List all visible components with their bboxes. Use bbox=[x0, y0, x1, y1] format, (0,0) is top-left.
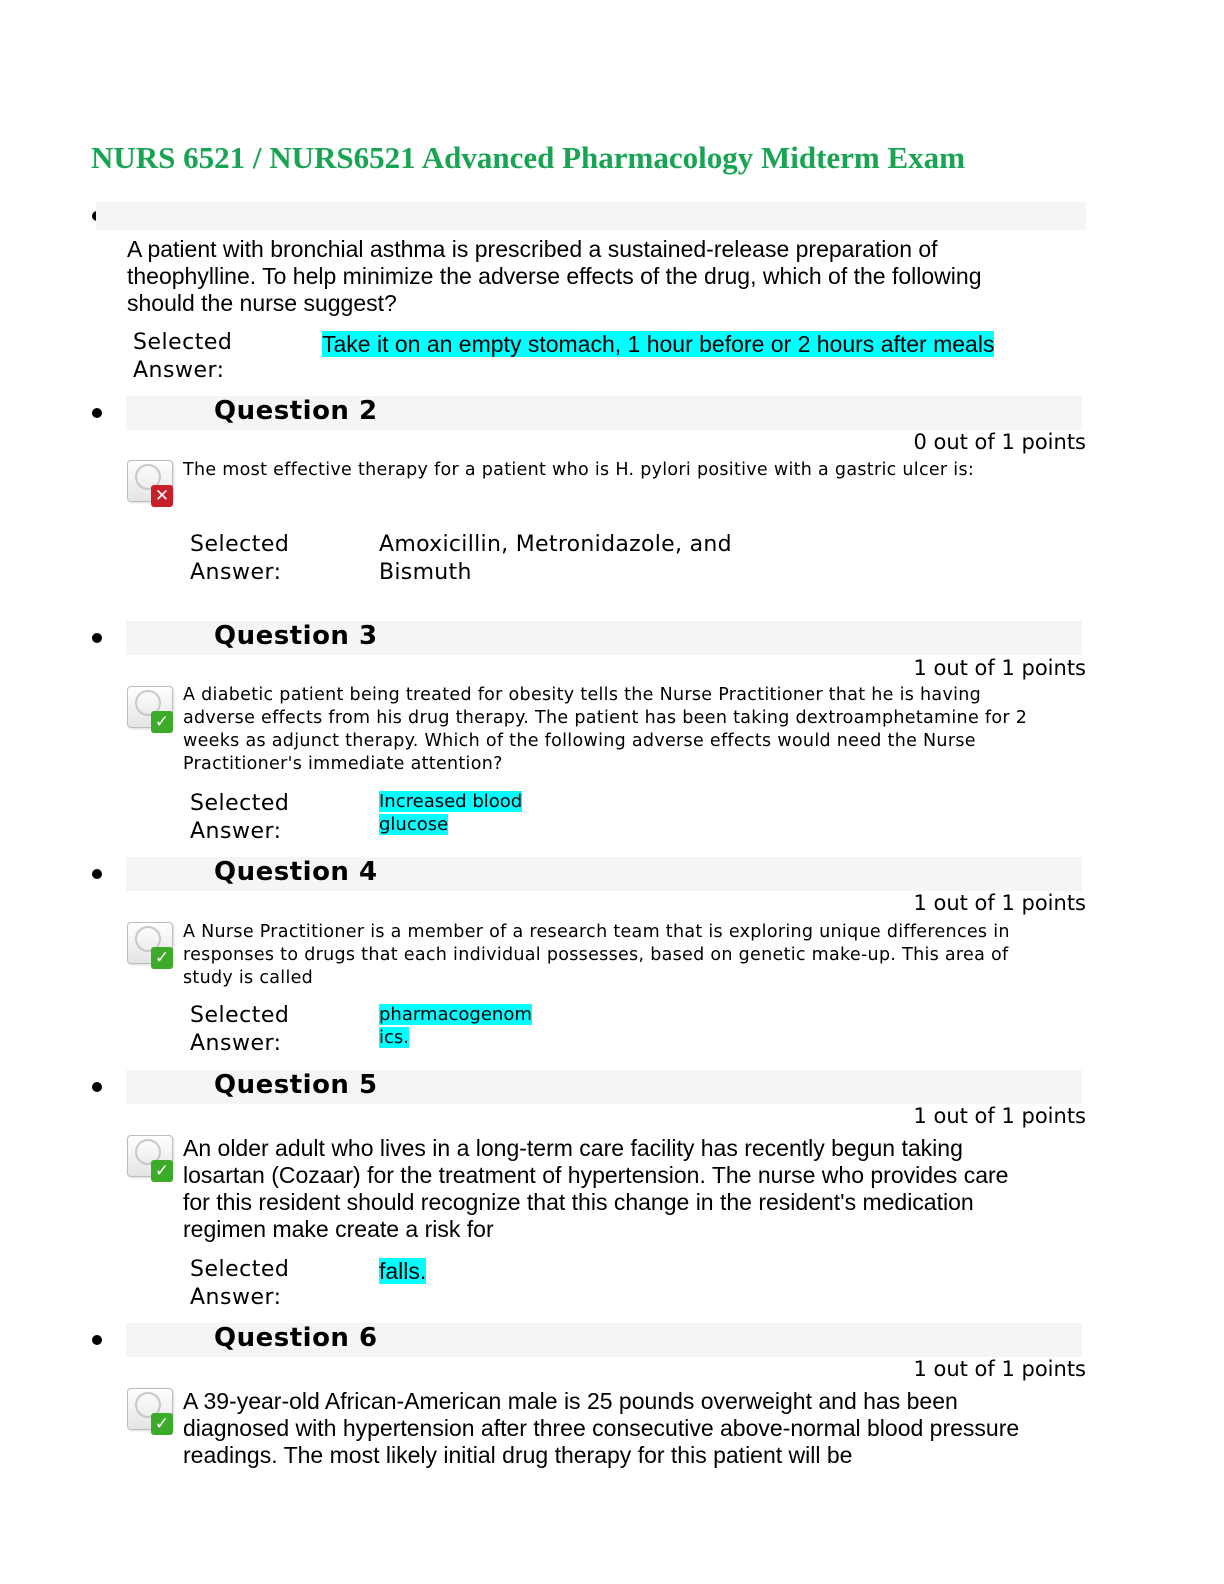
question-text: A diabetic patient being treated for obe… bbox=[183, 685, 1028, 774]
page-title: NURS 6521 / NURS6521 Advanced Pharmacolo… bbox=[91, 140, 965, 175]
answer-text-line: Increased blood bbox=[379, 791, 523, 812]
list-bullet bbox=[92, 408, 102, 418]
answer-text: falls. bbox=[379, 1258, 427, 1284]
selected-answer-label: Selected Answer: bbox=[190, 791, 290, 844]
question-text: An older adult who lives in a long-term … bbox=[183, 1135, 1009, 1242]
correct-check-icon: ✓ bbox=[127, 922, 177, 970]
selected-answer: Amoxicillin, Metronidazole, and Bismuth bbox=[379, 532, 732, 585]
selected-answer-label: Selected Answer: bbox=[190, 1003, 290, 1056]
question-text: The most effective therapy for a patient… bbox=[183, 460, 975, 480]
answer-text: Take it on an empty stomach, 1 hour befo… bbox=[322, 331, 995, 357]
question-text: A Nurse Practitioner is a member of a re… bbox=[183, 922, 1010, 988]
selected-answer: Increased blood glucose bbox=[379, 790, 523, 836]
correct-check-icon: ✓ bbox=[127, 686, 177, 734]
question-points: 1 out of 1 points bbox=[913, 656, 1086, 680]
question-header-band bbox=[126, 857, 1082, 891]
correct-check-icon: ✓ bbox=[127, 1388, 177, 1436]
selected-answer: Take it on an empty stomach, 1 hour befo… bbox=[322, 331, 995, 358]
question-points: 0 out of 1 points bbox=[913, 430, 1086, 454]
answer-text-line: glucose bbox=[379, 814, 449, 835]
list-bullet bbox=[92, 1335, 102, 1345]
question-header-band bbox=[96, 202, 1086, 230]
correct-check-icon: ✓ bbox=[127, 1135, 177, 1183]
selected-answer-label: Selected Answer: bbox=[133, 330, 233, 383]
question-header-band bbox=[126, 1323, 1082, 1357]
selected-answer-label: Selected Answer: bbox=[190, 1257, 290, 1310]
question-header-band bbox=[126, 1070, 1082, 1104]
answer-text-line: pharmacogenom bbox=[379, 1004, 532, 1025]
selected-answer: pharmacogenom ics. bbox=[379, 1003, 532, 1049]
question-text: A 39-year-old African-American male is 2… bbox=[183, 1388, 1020, 1468]
question-points: 1 out of 1 points bbox=[913, 891, 1086, 915]
list-bullet bbox=[92, 1082, 102, 1092]
selected-answer: falls. bbox=[379, 1258, 427, 1285]
question-title: Question 2 bbox=[214, 396, 378, 426]
question-title: Question 4 bbox=[214, 857, 378, 887]
question-header-band bbox=[126, 621, 1082, 655]
question-title: Question 5 bbox=[214, 1070, 378, 1100]
list-bullet bbox=[92, 869, 102, 879]
question-title: Question 3 bbox=[214, 621, 378, 651]
incorrect-x-icon: ✕ bbox=[127, 460, 177, 508]
question-text: A patient with bronchial asthma is presc… bbox=[127, 236, 982, 316]
question-points: 1 out of 1 points bbox=[913, 1104, 1086, 1128]
selected-answer-label: Selected Answer: bbox=[190, 532, 290, 585]
answer-text-line: ics. bbox=[379, 1027, 409, 1048]
question-header-band bbox=[126, 396, 1082, 430]
question-points: 1 out of 1 points bbox=[913, 1357, 1086, 1381]
list-bullet bbox=[92, 633, 102, 643]
question-title: Question 6 bbox=[214, 1323, 378, 1353]
